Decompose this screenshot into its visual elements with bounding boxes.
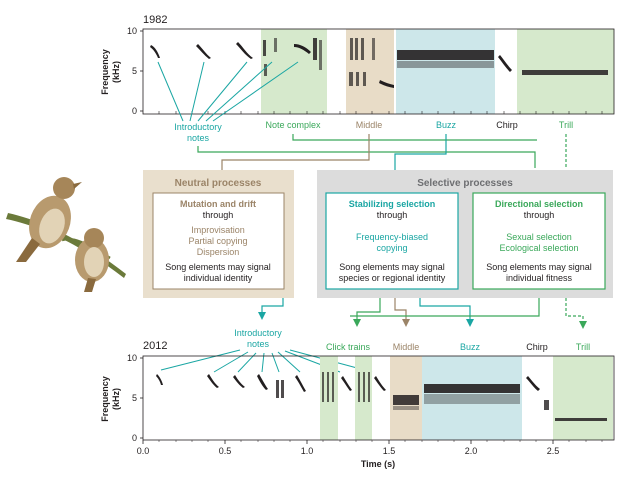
directional-through: through — [524, 210, 555, 220]
top-label-trill: Trill — [559, 120, 573, 130]
neutral-title: Neutral processes — [175, 178, 262, 189]
bottom-buzz-region — [422, 356, 522, 440]
directional-item-0: Sexual selection — [506, 232, 572, 242]
stabilizing-item-0: Frequency-biased — [356, 232, 428, 242]
bottom-label-trill: Trill — [576, 342, 590, 352]
bottom-intro-pointers — [160, 349, 373, 373]
connectors-bottom — [258, 298, 587, 329]
stabilizing-item-1: copying — [376, 243, 407, 253]
bottom-x-tick-3: 1.5 — [383, 446, 396, 456]
bottom-label-introductory-line2: notes — [247, 339, 270, 349]
top-label-chirp: Chirp — [496, 120, 518, 130]
bottom-y-axis-label-line1: Frequency — [100, 376, 110, 422]
top-y-tick-10: 10 — [127, 26, 137, 36]
top-label-introductory-line1: Introductory — [174, 122, 222, 132]
bottom-label-introductory-line1: Introductory — [234, 328, 282, 338]
stabilizing-title: Stabilizing selection — [349, 199, 436, 209]
neutral-item-1: Partial copying — [188, 236, 247, 246]
bottom-x-tick-5: 2.5 — [547, 446, 560, 456]
top-y-tick-5: 5 — [132, 66, 137, 76]
neutral-through: through — [203, 210, 234, 220]
neutral-inner-box — [152, 192, 285, 290]
top-label-buzz: Buzz — [436, 120, 457, 130]
top-middle-region — [346, 29, 394, 114]
directional-signal-line1: Song elements may signal — [486, 262, 592, 272]
neutral-signal-line2: individual identity — [184, 273, 253, 283]
directional-inner-box — [472, 192, 606, 290]
neutral-inner-title: Mutation and drift — [180, 199, 256, 209]
bottom-x-tick-0: 0.0 — [137, 446, 150, 456]
sparrows-illustration — [6, 177, 126, 292]
bottom-x-tick-1: 0.5 — [219, 446, 232, 456]
directional-item-1: Ecological selection — [499, 243, 578, 253]
top-label-middle: Middle — [356, 120, 383, 130]
top-y-tick-0: 0 — [132, 106, 137, 116]
bottom-year-label: 2012 — [143, 340, 167, 352]
bottom-element-labels: Introductory notes Click trains Middle B… — [234, 328, 590, 352]
neutral-item-0: Improvisation — [191, 225, 245, 235]
stabilizing-signal-line1: Song elements may signal — [339, 262, 445, 272]
top-intro-pointers — [157, 61, 299, 122]
sparrow-upper-head — [53, 177, 75, 199]
bottom-spectrogram-marks — [156, 372, 607, 421]
top-y-axis-label-line1: Frequency — [100, 49, 110, 95]
bottom-label-buzz: Buzz — [460, 342, 481, 352]
top-buzz-region — [396, 29, 495, 114]
bottom-label-middle: Middle — [393, 342, 420, 352]
top-y-axis-label-line2: (kHz) — [111, 61, 121, 83]
top-year-label: 1982 — [143, 14, 167, 26]
selective-processes-box: Selective processes Stabilizing selectio… — [317, 170, 613, 298]
bottom-y-tick-0: 0 — [132, 433, 137, 443]
branch — [6, 213, 126, 278]
top-label-introductory-line2: notes — [187, 133, 210, 143]
top-plot-frame — [142, 28, 615, 115]
connectors-top — [197, 134, 567, 170]
bottom-plot-frame — [142, 355, 615, 441]
top-spectrogram-marks — [150, 38, 608, 88]
neutral-signal-line1: Song elements may signal — [165, 262, 271, 272]
bottom-y-tick-5: 5 — [132, 393, 137, 403]
bottom-x-tick-2: 1.0 — [301, 446, 314, 456]
sparrow-lower-head — [84, 228, 104, 248]
stabilizing-signal-line2: species or regional identity — [339, 273, 446, 283]
top-element-labels: Introductory notes Note complex Middle B… — [174, 120, 573, 143]
stabilizing-through: through — [377, 210, 408, 220]
neutral-processes-box: Neutral processes Mutation and drift thr… — [143, 170, 294, 298]
top-note-complex-region — [261, 29, 327, 114]
top-spectrogram-panel: 1982 Frequency (kHz) 10 5 0 — [100, 14, 615, 116]
directional-signal-line2: individual fitness — [506, 273, 573, 283]
bottom-y-axis-label-line2: (kHz) — [111, 388, 121, 410]
bottom-label-chirp: Chirp — [526, 342, 548, 352]
top-label-note-complex: Note complex — [265, 120, 321, 130]
bottom-x-tick-4: 2.0 — [465, 446, 478, 456]
bottom-trill-region — [553, 356, 613, 440]
bottom-spectrogram-panel: 2012 Frequency (kHz) 10 5 0 — [100, 340, 615, 469]
directional-title: Directional selection — [495, 199, 583, 209]
neutral-item-2: Dispersion — [197, 247, 240, 257]
bottom-x-axis-label: Time (s) — [361, 459, 395, 469]
bottom-y-tick-10: 10 — [127, 353, 137, 363]
stabilizing-inner-box — [325, 192, 459, 290]
bottom-label-click-trains: Click trains — [326, 342, 371, 352]
selective-title: Selective processes — [417, 178, 513, 189]
